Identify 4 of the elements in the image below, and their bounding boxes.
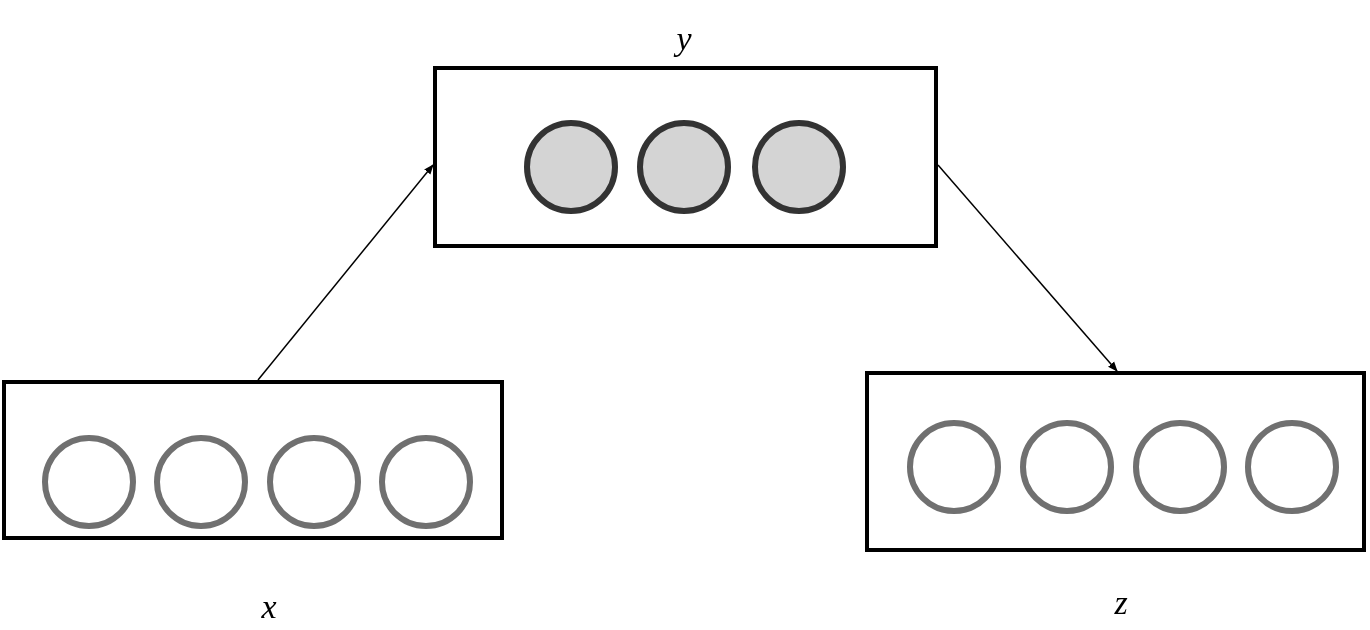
layer-label: z [1114,586,1128,620]
arrow [937,164,1118,372]
layer-label: x [261,590,277,624]
arrow [257,164,434,381]
